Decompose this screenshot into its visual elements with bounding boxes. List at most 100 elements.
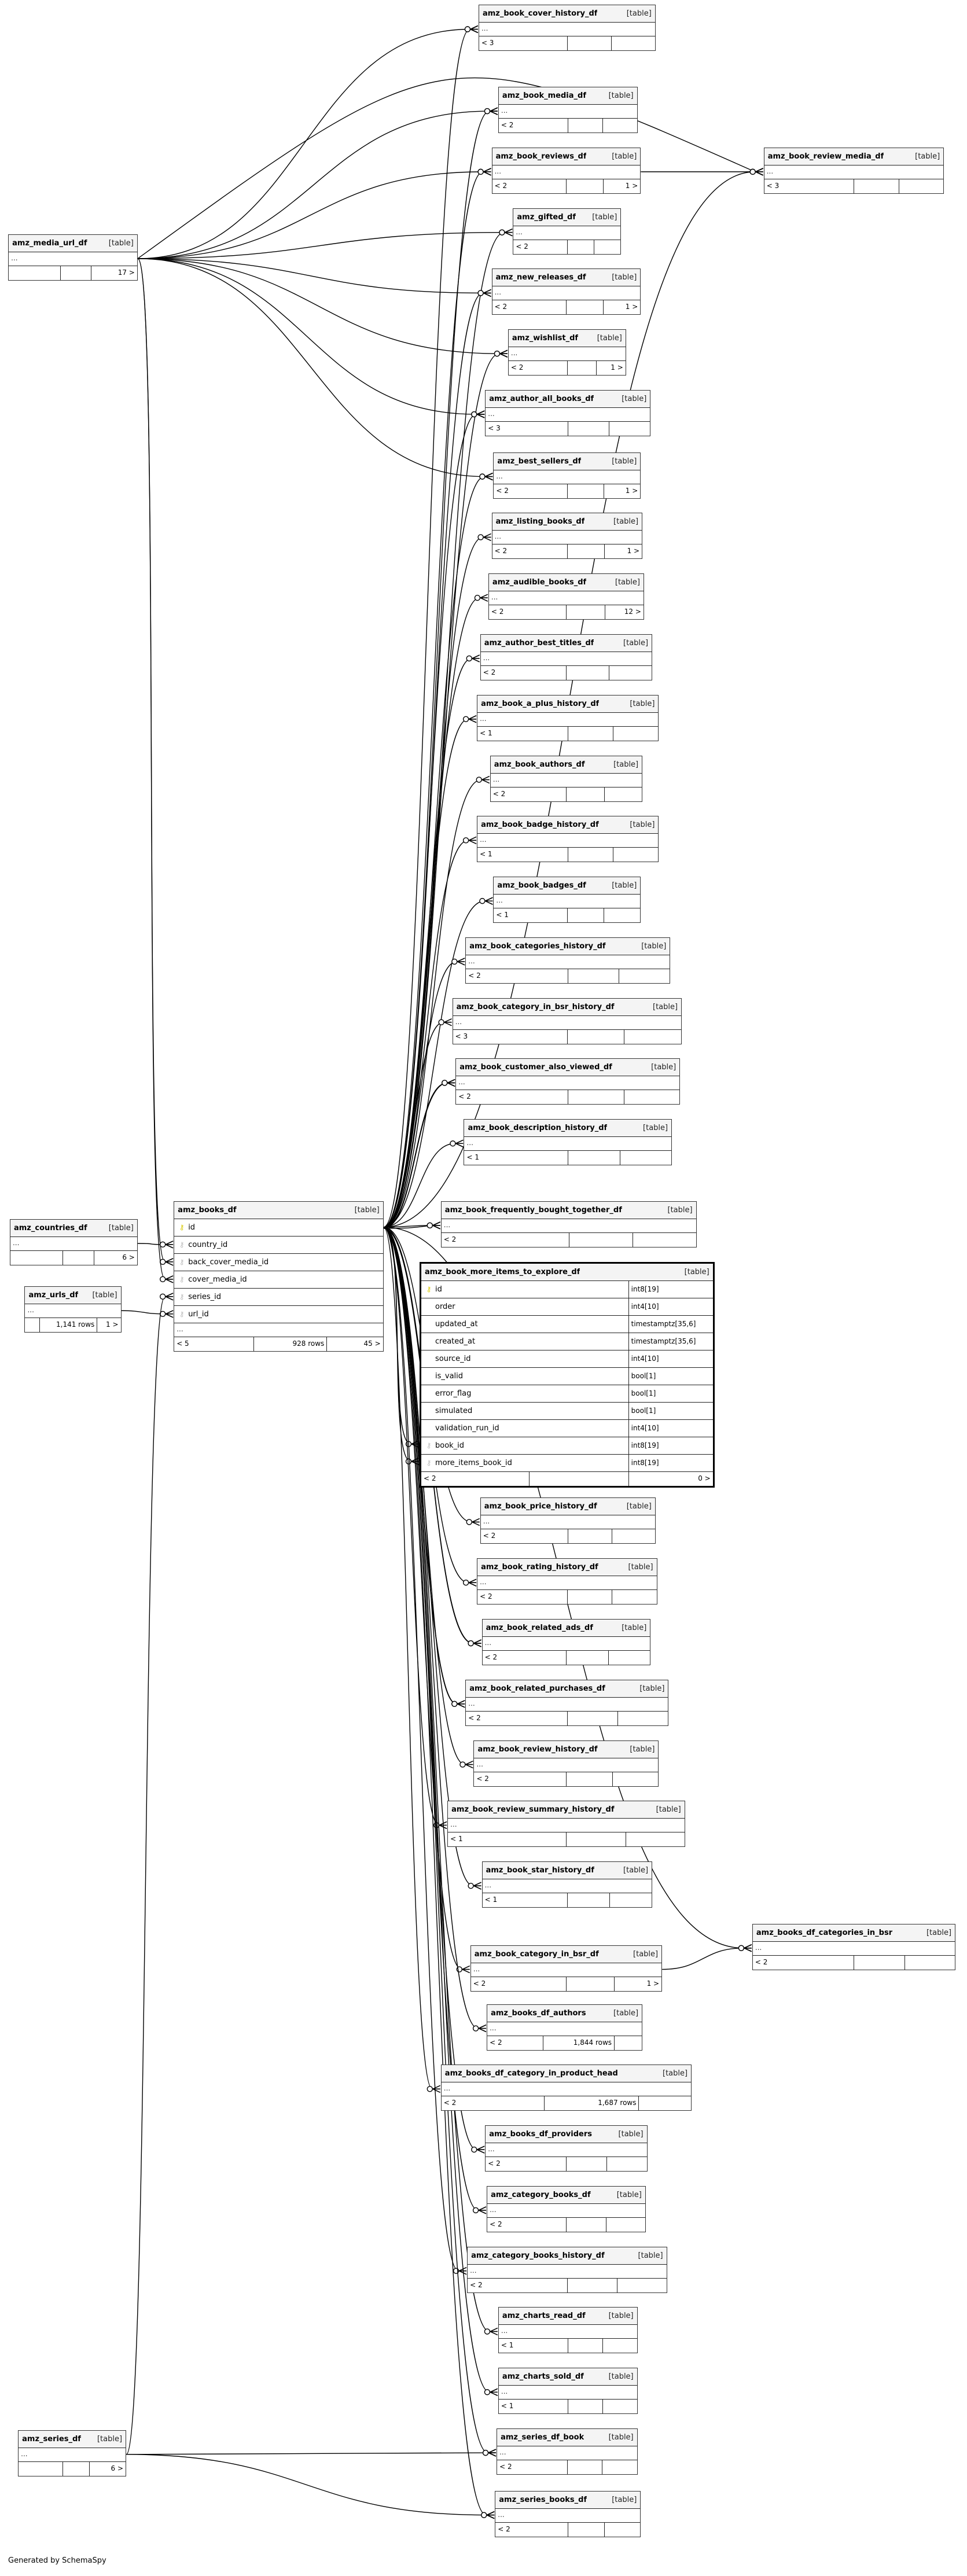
table-header[interactable]: amz_author_all_books_df[table] [486, 391, 650, 409]
more-columns-row[interactable]: ... [492, 286, 641, 301]
parents-count[interactable]: < 2 [490, 2038, 502, 2047]
table-header[interactable]: amz_series_df_book[table] [497, 2429, 637, 2447]
table-header[interactable]: amz_book_category_in_bsr_df[table] [470, 1945, 662, 1963]
children-count[interactable]: 1 > [603, 179, 640, 193]
table-name[interactable]: amz_wishlist_df [512, 334, 579, 343]
more-columns-row[interactable]: ... [752, 1942, 955, 1956]
children-count[interactable] [602, 2460, 637, 2475]
table-name[interactable]: amz_charts_read_df [502, 2312, 586, 2321]
more-columns-row[interactable]: ... [480, 652, 652, 666]
children-count[interactable] [602, 119, 637, 133]
children-count[interactable]: 6 > [94, 1251, 137, 1265]
children-count[interactable]: 0 > [628, 1471, 713, 1486]
parents-count[interactable] [25, 1318, 39, 1332]
more-columns-row[interactable]: ... [25, 1304, 121, 1319]
more-columns-row[interactable]: ... [453, 1016, 682, 1030]
table-header[interactable]: amz_book_customer_also_viewed_df[table] [456, 1059, 680, 1077]
children-count[interactable]: 1 > [603, 300, 640, 315]
children-count[interactable] [625, 1832, 685, 1847]
children-count[interactable] [612, 1772, 659, 1786]
table-amz-book-related-purchases-df[interactable]: amz_book_related_purchases_df[table]...<… [465, 1679, 669, 1726]
more-columns-row[interactable]: ... [464, 1137, 672, 1151]
parents-count[interactable] [19, 2462, 62, 2476]
table-header[interactable]: amz_book_more_items_to_explore_df[table] [421, 1263, 713, 1281]
children-count[interactable] [594, 240, 620, 254]
table-header[interactable]: amz_book_category_in_bsr_history_df[tabl… [453, 998, 682, 1016]
column-row-id[interactable]: ⚷id [174, 1219, 383, 1237]
table-name[interactable]: amz_gifted_df [517, 212, 576, 222]
parents-count[interactable]: < 2 [488, 2159, 501, 2168]
children-count[interactable]: 1 > [604, 544, 642, 559]
table-name[interactable]: amz_series_books_df [499, 2495, 587, 2504]
children-count[interactable] [613, 726, 658, 741]
table-header[interactable]: amz_gifted_df[table] [513, 208, 621, 226]
table-name[interactable]: amz_book_badges_df [497, 881, 586, 890]
parents-count[interactable]: < 2 [492, 789, 506, 798]
children-count[interactable] [608, 1651, 650, 1665]
table-amz-charts-read-df[interactable]: amz_charts_read_df[table]...< 1 [498, 2307, 638, 2354]
parents-count[interactable]: < 2 [516, 242, 528, 251]
parents-count[interactable]: < 2 [480, 1592, 492, 1601]
children-count[interactable] [602, 2400, 637, 2414]
table-header[interactable]: amz_audible_books_df[table] [488, 574, 644, 592]
parents-count[interactable]: < 1 [480, 728, 492, 737]
table-header[interactable]: amz_category_books_df[table] [487, 2186, 645, 2204]
table-name[interactable]: amz_best_sellers_df [497, 457, 582, 466]
table-amz-book-frequently-bought-together-df[interactable]: amz_book_frequently_bought_together_df[t… [440, 1201, 697, 1247]
table-amz-books-df-category-in-product-head[interactable]: amz_books_df_category_in_product_head[ta… [440, 2065, 692, 2111]
table-header[interactable]: amz_book_price_history_df[table] [480, 1498, 655, 1516]
more-columns-row[interactable]: ... [498, 105, 637, 119]
table-header[interactable]: amz_series_df[table] [19, 2430, 126, 2448]
more-columns-row[interactable]: ... [474, 1758, 659, 1772]
more-columns-row[interactable]: ... [508, 347, 626, 362]
table-name[interactable]: amz_book_description_history_df [468, 1124, 608, 1133]
table-header[interactable]: amz_book_media_df[table] [498, 87, 637, 105]
table-name[interactable]: amz_books_df_categories_in_bsr [756, 1928, 893, 1937]
children-count[interactable] [619, 969, 670, 983]
parents-count[interactable]: < 1 [484, 1896, 498, 1904]
table-name[interactable]: amz_charts_sold_df [502, 2372, 584, 2382]
more-columns-row[interactable]: ... [497, 2446, 637, 2461]
table-header[interactable]: amz_series_books_df[table] [495, 2491, 641, 2509]
more-columns-row[interactable]: ... [764, 165, 944, 179]
parents-count[interactable]: < 2 [483, 1532, 496, 1540]
children-count[interactable] [632, 1232, 696, 1247]
children-count[interactable] [623, 1090, 679, 1105]
table-amz-books-df[interactable]: amz_books_df[table]⚷id⚷country_id⚷back_c… [174, 1201, 384, 1352]
parents-count[interactable] [10, 1251, 62, 1265]
table-name[interactable]: amz_book_review_media_df [767, 152, 884, 161]
parents-count[interactable]: < 2 [494, 181, 508, 190]
table-header[interactable]: amz_books_df_authors[table] [487, 2004, 642, 2022]
more-columns-row[interactable]: ... [9, 252, 137, 266]
table-header[interactable]: amz_book_categories_history_df[table] [466, 937, 670, 955]
more-columns-row[interactable]: ... [466, 1698, 668, 1712]
parents-count[interactable]: < 2 [423, 1474, 436, 1482]
table-header[interactable]: amz_book_related_ads_df[table] [482, 1620, 650, 1637]
children-count[interactable] [609, 1893, 652, 1908]
table-name[interactable]: amz_book_cover_history_df [482, 9, 598, 19]
table-header[interactable]: amz_author_best_titles_df[table] [480, 634, 652, 652]
table-name[interactable]: amz_book_star_history_df [486, 1866, 594, 1875]
more-columns-row[interactable]: ... [174, 1323, 383, 1337]
table-name[interactable]: amz_category_books_df [491, 2190, 591, 2199]
table-header[interactable]: amz_best_sellers_df[table] [494, 452, 641, 470]
more-columns-row[interactable]: ... [498, 2386, 637, 2400]
table-name[interactable]: amz_book_badge_history_df [481, 820, 599, 830]
more-columns-row[interactable]: ... [495, 2509, 641, 2523]
children-count[interactable] [614, 2036, 642, 2050]
more-columns-row[interactable]: ... [513, 226, 621, 240]
table-header[interactable]: amz_books_df_categories_in_bsr[table] [752, 1924, 955, 1942]
more-columns-row[interactable]: ... [480, 1515, 655, 1530]
children-count[interactable] [605, 2217, 645, 2232]
table-amz-author-best-titles-df[interactable]: amz_author_best_titles_df[table]...< 2 [480, 634, 653, 680]
children-count[interactable]: 1 > [604, 484, 640, 498]
parents-count[interactable]: < 5 [177, 1339, 189, 1348]
table-header[interactable]: amz_book_star_history_df[table] [482, 1862, 652, 1880]
